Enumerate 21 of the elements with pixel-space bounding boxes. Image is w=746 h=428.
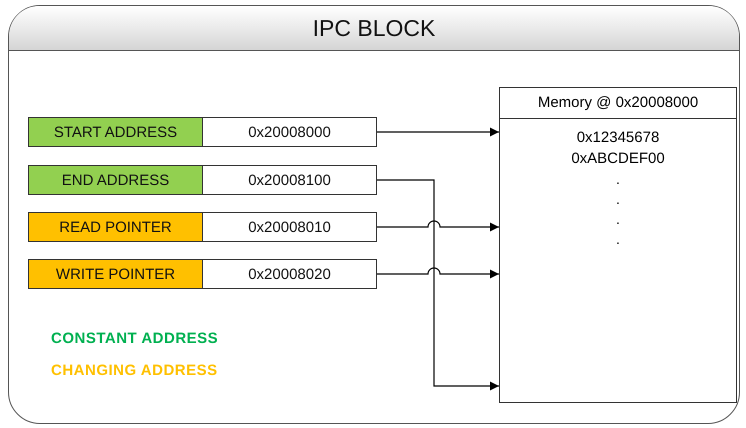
arrow (377, 128, 499, 136)
arrow (377, 220, 499, 232)
arrow (377, 267, 499, 278)
arrow (377, 179, 499, 390)
register-name-box: START ADDRESS (28, 117, 203, 147)
address-value-box: 0x20008020 (202, 259, 377, 289)
memory-value: 0xABCDEF00 (570, 149, 666, 169)
legend-text: CHANGING ADDRESS (51, 362, 218, 379)
address-value-box: 0x20008000 (202, 117, 377, 147)
legend-text: CONSTANT ADDRESS (51, 330, 218, 347)
block-title: IPC BLOCK (312, 14, 436, 42)
memory-header: Memory @ 0x20008000 (500, 88, 736, 119)
register-name-box: END ADDRESS (28, 165, 203, 195)
block-panel (8, 5, 740, 424)
memory-box (499, 87, 737, 403)
ellipsis-dots: . . . . (615, 170, 621, 249)
address-value-box: 0x20008100 (202, 165, 377, 195)
register-name-box: READ POINTER (28, 212, 203, 242)
address-value-box: 0x20008010 (202, 212, 377, 242)
register-name-box: WRITE POINTER (28, 259, 203, 289)
memory-value: 0x12345678 (576, 128, 660, 148)
